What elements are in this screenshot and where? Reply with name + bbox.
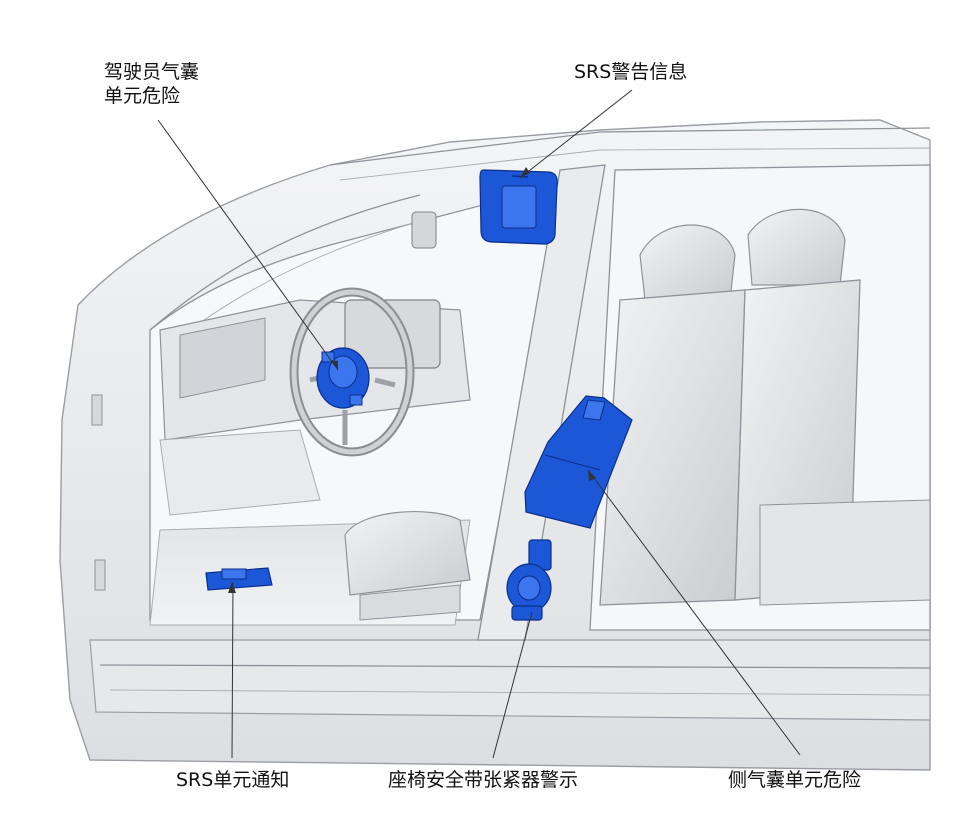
callout-lines	[157, 89, 801, 759]
callout-arrowheads	[228, 167, 596, 593]
side-airbag-component	[524, 395, 633, 529]
seatbelt-tensioner-label: 座椅安全带张紧器警示	[388, 768, 578, 792]
rear-seat	[599, 208, 931, 606]
side-airbag-label-text: 侧气囊单元危险	[728, 769, 862, 791]
driver-airbag-label-line1: 驾驶员气囊	[104, 61, 200, 83]
driver-airbag-component	[316, 347, 370, 409]
srs-unit-component	[205, 567, 273, 591]
front-seat	[344, 511, 471, 621]
srs-unit-label: SRS单元通知	[176, 768, 289, 792]
driver-airbag-leader	[157, 119, 339, 371]
srs-warning-leader	[519, 89, 633, 179]
srs-warning-label-text: SRS警告信息	[574, 61, 688, 83]
srs-unit-leader	[231, 581, 234, 759]
side-airbag-leader	[587, 469, 801, 756]
driver-airbag-label-line2: 单元危险	[104, 85, 181, 107]
seatbelt-tensioner-label-text: 座椅安全带张紧器警示	[388, 769, 579, 791]
dashboard	[159, 299, 471, 516]
side-airbag-label: 侧气囊单元危险	[728, 768, 861, 792]
seatbelt-tensioner-leader	[492, 611, 533, 759]
srs-warning-label-component	[479, 169, 558, 245]
srs-warning-label: SRS警告信息	[574, 60, 687, 84]
driver-airbag-label: 驾驶员气囊 单元危险	[104, 60, 199, 108]
srs-unit-label-text: SRS单元通知	[176, 769, 290, 791]
seatbelt-tensioner-component	[506, 539, 552, 621]
rearview-mirror	[411, 211, 437, 249]
center-display	[344, 299, 441, 369]
